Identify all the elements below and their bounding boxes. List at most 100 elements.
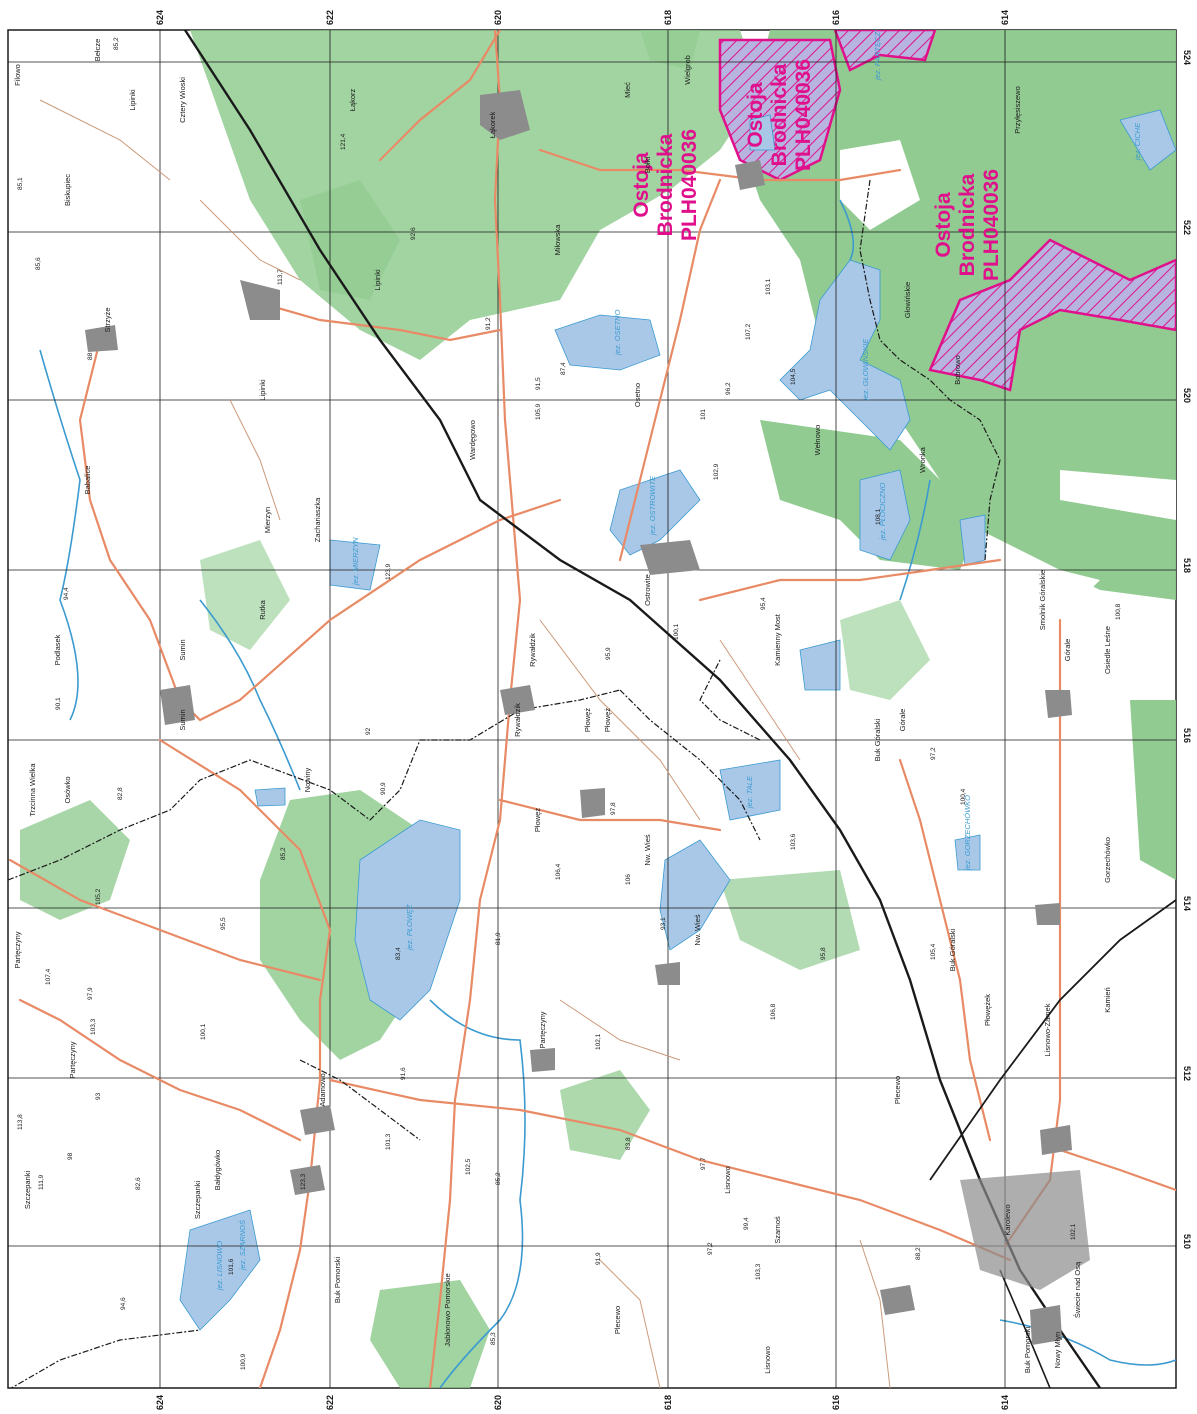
elevation-label: 90,9 [380,782,387,795]
elevation-label: 105,4 [930,943,937,960]
elevation-label: 91,2 [485,317,492,330]
place-label: Buk Góralski [873,718,882,761]
place-label: Łąkorek [488,111,497,138]
elevation-label: 105,2 [95,888,102,905]
lake-label: jez. CICHE [1133,122,1142,161]
elevation-label: 94,4 [63,587,70,600]
lake-tale [719,759,781,821]
elevation-label: 113,7 [277,269,284,285]
elevation-label: 97,8 [610,802,617,815]
lake-label: jez. PARTĘCZYNY [873,16,882,81]
elevation-label: 121,4 [340,133,347,150]
elevation-label: 97,2 [930,747,937,760]
lake-label: jez. GŁOWIŃSKIE [861,338,870,401]
elevation-label: 83,8 [625,1137,632,1150]
place-label: Buk Góralski [948,928,957,971]
place-label: Lisnowo [723,1166,732,1194]
place-label: Osetno [633,383,642,407]
lake-label: jez. PŁOCICZNO [878,482,887,541]
place-label: Adamowo [318,1073,327,1106]
grid-label-left-bottom: 614 [1000,1395,1010,1410]
place-label: Osiedle Leśne [1103,626,1112,674]
elevation-label: 95,4 [760,597,767,610]
place-label: Mieć [623,82,632,98]
place-label: Gorzechówko [1103,837,1112,883]
place-label: Nowiny [303,767,312,792]
lake-ciche [1119,109,1176,171]
grid-label-left-bottom: 618 [663,1395,673,1410]
lake-small-4 [749,114,776,151]
place-label: Trzcinna Wielka [28,763,37,817]
grid-label-left-bottom: 622 [325,1395,335,1410]
place-label: Bobrowo [953,355,962,385]
grid-label-right: 524 [1182,50,1192,65]
place-label: Nw. Wieś [693,914,702,946]
elevation-label: 94,6 [120,1297,127,1310]
elevation-label: 92 [365,727,372,735]
elevation-label: 82,6 [135,1177,142,1190]
place-label: Partęczyny [68,1041,77,1078]
elevation-label: 107,2 [745,323,752,340]
place-label: Buk Pomorski [1023,1327,1032,1374]
place-label: Szczepanki [23,1170,32,1209]
admin-borders [8,179,1001,1388]
lake-label: jez. OSETNO [613,309,622,356]
natura-labels: Ostoja Brodnicka PLH040036 Ostoja Brodni… [630,59,1003,281]
elevation-label: 87,4 [560,362,567,375]
elevation-label: 88,2 [915,1247,922,1260]
elevation-label: 98 [67,1152,74,1160]
place-label: Bołki [643,157,652,174]
elevation-label: 123,9 [385,563,392,580]
elevation-label: 101,6 [228,1258,235,1275]
lake-label: jez. PŁOWĘŻ [405,904,414,951]
place-label: Bałdygówko [213,1150,222,1190]
place-label: Lisnowo [763,1346,772,1374]
elevation-labels: 85,285,1121,4113,785,68892,691,287,491,5… [17,37,1122,1370]
lake-ostrowite [609,469,701,556]
elevation-label: 105,9 [535,403,542,420]
svg-text:PLH040036: PLH040036 [792,59,815,171]
svg-text:Brodnicka: Brodnicka [768,63,791,166]
elevation-label: 106,4 [555,863,562,880]
place-label: Płowęż [533,808,542,832]
settlements [85,90,1090,1345]
place-label: Smolnik Góralskie [1038,570,1047,630]
lakes-layer [179,109,1176,1331]
elevation-label: 103,3 [755,1263,762,1280]
place-label: Kamienny Most [773,613,782,666]
place-label: Strzyże [103,307,112,332]
elevation-label: 102,9 [713,463,720,480]
grid-labels-left: 624 622 620 618 616 614 624 622 620 618 … [155,10,1010,1410]
elevation-label: 92,6 [410,227,417,240]
elevation-label: 104,5 [790,368,797,385]
elevation-label: 85,2 [495,1172,502,1185]
place-label: Cztery Wioski [178,77,187,123]
place-label: Podlasek [53,634,62,665]
lake-label: jez. SZARNOŚ [238,1220,247,1271]
elevation-label: 81,9 [495,932,502,945]
rivers-layer [39,199,1176,1388]
place-label: Górale [898,709,907,732]
place-label: Zachariaszka [313,497,322,542]
lake-label: jez. LISNOWO [215,1241,224,1291]
place-label: Nowy Młyn [1053,1332,1062,1369]
grid-label-right: 514 [1182,896,1192,911]
elevation-label: 102,1 [595,1033,602,1050]
lake-small-2 [254,787,286,807]
grid-label-left-bottom: 624 [155,1395,165,1410]
lake-labels: jez. OSETNO jez. GŁOWIŃSKIE jez. OSTROWI… [215,16,1142,1291]
place-label: Świecie nad Osą [1073,1261,1082,1318]
place-label: Karolewo [1003,1204,1012,1235]
place-label: Górale [1063,639,1072,662]
place-label: Wronka [918,446,927,473]
place-label: Plecewo [893,1076,902,1104]
elevation-label: 101 [700,409,707,420]
place-label: Partęczyny [13,931,22,968]
natura-label-3: Ostoja Brodnicka PLH040036 [932,169,1003,281]
place-label: Głowińskie [903,282,912,318]
grid-label-left-top: 622 [325,10,335,25]
place-label: Lipinki [128,89,137,111]
place-label: Plecewo [613,1306,622,1334]
place-label: Przyłęsiszewo [1013,86,1022,134]
